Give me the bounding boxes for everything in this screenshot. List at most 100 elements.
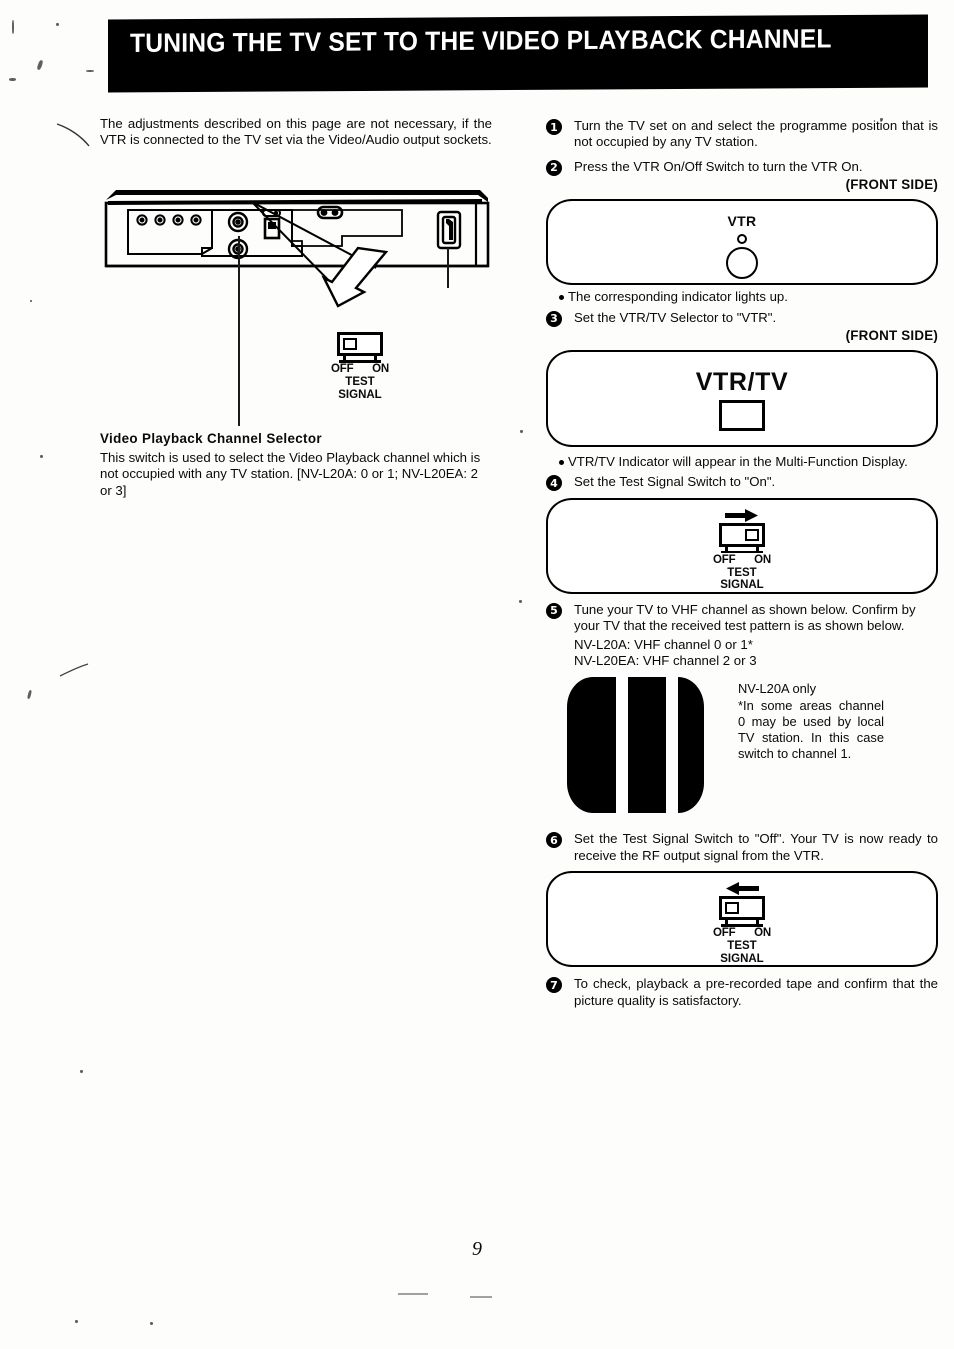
switch-off-label: OFF xyxy=(331,363,354,375)
step-1: 1 Turn the TV set on and select the prog… xyxy=(546,118,938,151)
indicator-note-text: The corresponding indicator lights up. xyxy=(568,289,788,305)
vtr-panel-label: VTR xyxy=(727,213,757,230)
switch-onoff-labels: OFF ON xyxy=(713,554,771,566)
step-number-badge: 3 xyxy=(546,310,562,327)
test-pattern-figure: NV-L20A only *In some areas channel 0 ma… xyxy=(546,677,938,829)
selector-description: This switch is used to select the Video … xyxy=(100,450,481,498)
switch-off-label: OFF xyxy=(713,927,736,940)
step-text: Set the Test Signal Switch to "On". xyxy=(574,474,776,490)
step-number-badge: 1 xyxy=(546,119,562,135)
switch-body xyxy=(719,522,765,547)
test-signal-switch-icon-on: OFF ON TEST SIGNAL xyxy=(710,508,774,592)
test-signal-on-icon-group: OFF ON TEST SIGNAL xyxy=(710,508,774,592)
intro-paragraph: The adjustments described on this page a… xyxy=(100,116,492,148)
step-text: To check, playback a pre-recorded tape a… xyxy=(574,976,938,1008)
pattern-bar-2 xyxy=(666,677,678,814)
test-signal-switch-icon-off: OFF ON TEST SIGNAL xyxy=(710,881,774,965)
scan-artifact xyxy=(80,1070,83,1073)
scan-artifact xyxy=(36,59,44,71)
bullet-dot-icon xyxy=(559,295,564,301)
switch-on-label: ON xyxy=(754,927,771,940)
test-signal-off-icon-group: OFF ON TEST SIGNAL xyxy=(710,881,774,965)
pattern-bar-1 xyxy=(616,677,628,814)
switch-knob-off xyxy=(725,902,739,915)
switch-legs xyxy=(719,546,765,554)
scan-artifact xyxy=(880,118,883,121)
switch-caption: TEST SIGNAL xyxy=(710,567,774,592)
step-2: 2 Press the VTR On/Off Switch to turn th… xyxy=(546,158,938,176)
step-text: Press the VTR On/Off Switch to turn the … xyxy=(574,158,863,174)
vtrtv-panel-label: VTR/TV xyxy=(695,368,789,397)
switch-on-label: ON xyxy=(754,553,771,566)
step-text: Set the Test Signal Switch to "Off". You… xyxy=(574,831,938,863)
step-text: Set the VTR/TV Selector to "VTR". xyxy=(574,309,777,325)
scan-artifact xyxy=(75,1320,78,1323)
switch-caption-line2: SIGNAL xyxy=(720,579,764,592)
left-column: The adjustments described on this page a… xyxy=(100,116,492,153)
test-signal-switch-icon: OFF ON TEST SIGNAL xyxy=(328,332,392,401)
page-title: TUNING THE TV SET TO THE VIDEO PLAYBACK … xyxy=(130,23,832,58)
scan-artifact xyxy=(26,689,33,700)
right-column: 1 Turn the TV set on and select the prog… xyxy=(546,118,938,1011)
switch-on-label: ON xyxy=(372,363,389,375)
switch-caption-line1: TEST xyxy=(727,940,757,953)
step-3: 3 Set the VTR/TV Selector to "VTR". xyxy=(546,309,938,327)
switch-legs xyxy=(337,356,383,363)
switch-onoff-labels: OFF ON xyxy=(331,363,389,375)
test-pattern-note: NV-L20A only *In some areas channel 0 ma… xyxy=(738,681,884,762)
scan-artifact xyxy=(30,300,32,302)
page-number: 9 xyxy=(472,1238,482,1260)
scan-artifact xyxy=(520,430,523,433)
step-text: Turn the TV set on and select the progra… xyxy=(574,118,938,150)
selector-heading: Video Playback Channel Selector xyxy=(100,431,322,446)
right-arrow-icon xyxy=(710,508,774,523)
scan-artifact xyxy=(56,123,90,147)
step-7: 7 To check, playback a pre-recorded tape… xyxy=(546,976,938,1009)
left-arrow-icon xyxy=(710,881,774,896)
step-number-badge: 6 xyxy=(546,832,562,849)
switch-caption-line1: TEST xyxy=(345,376,375,388)
switch-onoff-labels: OFF ON xyxy=(713,927,771,939)
switch-legs xyxy=(719,920,765,927)
scan-artifact xyxy=(470,1296,492,1298)
switch-body xyxy=(719,896,765,921)
bullet-dot-icon xyxy=(559,460,564,466)
pattern-note-body: *In some areas channel 0 may be used by … xyxy=(738,697,884,762)
vtr-power-panel-diagram: VTR xyxy=(546,199,938,286)
scan-artifact xyxy=(59,663,89,677)
test-signal-on-diagram: OFF ON TEST SIGNAL xyxy=(546,497,938,594)
scan-artifact xyxy=(519,600,522,603)
switch-caption-line1: TEST xyxy=(727,566,757,579)
switch-body xyxy=(337,332,383,356)
switch-caption: TEST SIGNAL xyxy=(328,376,392,401)
step-number-badge: 5 xyxy=(546,602,562,619)
switch-off-label: OFF xyxy=(713,553,736,566)
tv-test-pattern-screen xyxy=(567,677,704,814)
indicator-note: The corresponding indicator lights up. xyxy=(559,289,938,305)
test-signal-off-diagram: OFF ON TEST SIGNAL xyxy=(546,871,938,968)
scan-artifact xyxy=(40,455,43,458)
switch-knob-on xyxy=(745,528,759,541)
scan-artifact xyxy=(56,23,59,26)
step-5: 5 Tune your TV to VHF channel as shown b… xyxy=(546,602,938,635)
step-number-badge: 4 xyxy=(546,475,562,492)
scan-artifact xyxy=(86,70,94,72)
vtrtv-selector-button-icon xyxy=(719,400,765,432)
vtr-tv-selector-panel-diagram: VTR/TV xyxy=(546,350,938,448)
switch-knob-off xyxy=(343,338,357,350)
step-6: 6 Set the Test Signal Switch to "Off". Y… xyxy=(546,831,938,864)
pattern-note-title: NV-L20A only xyxy=(738,681,817,697)
channel-line-nv-l20ea: NV-L20EA: VHF channel 2 or 3 xyxy=(574,653,757,669)
vtr-onoff-button-icon xyxy=(726,247,758,280)
scan-artifact xyxy=(150,1322,153,1325)
scan-artifact xyxy=(398,1293,428,1295)
callout-arrow xyxy=(236,196,406,326)
step-number-badge: 2 xyxy=(546,159,562,176)
switch-caption-line2: SIGNAL xyxy=(338,388,382,401)
leader-line-rf xyxy=(447,248,449,288)
front-side-label: (FRONT SIDE) xyxy=(845,177,938,193)
channel-line-nv-l20a: NV-L20A: VHF channel 0 or 1* xyxy=(574,636,753,652)
vtr-indicator-led-icon xyxy=(737,234,747,245)
vtr-rear-panel-diagram xyxy=(102,186,492,281)
